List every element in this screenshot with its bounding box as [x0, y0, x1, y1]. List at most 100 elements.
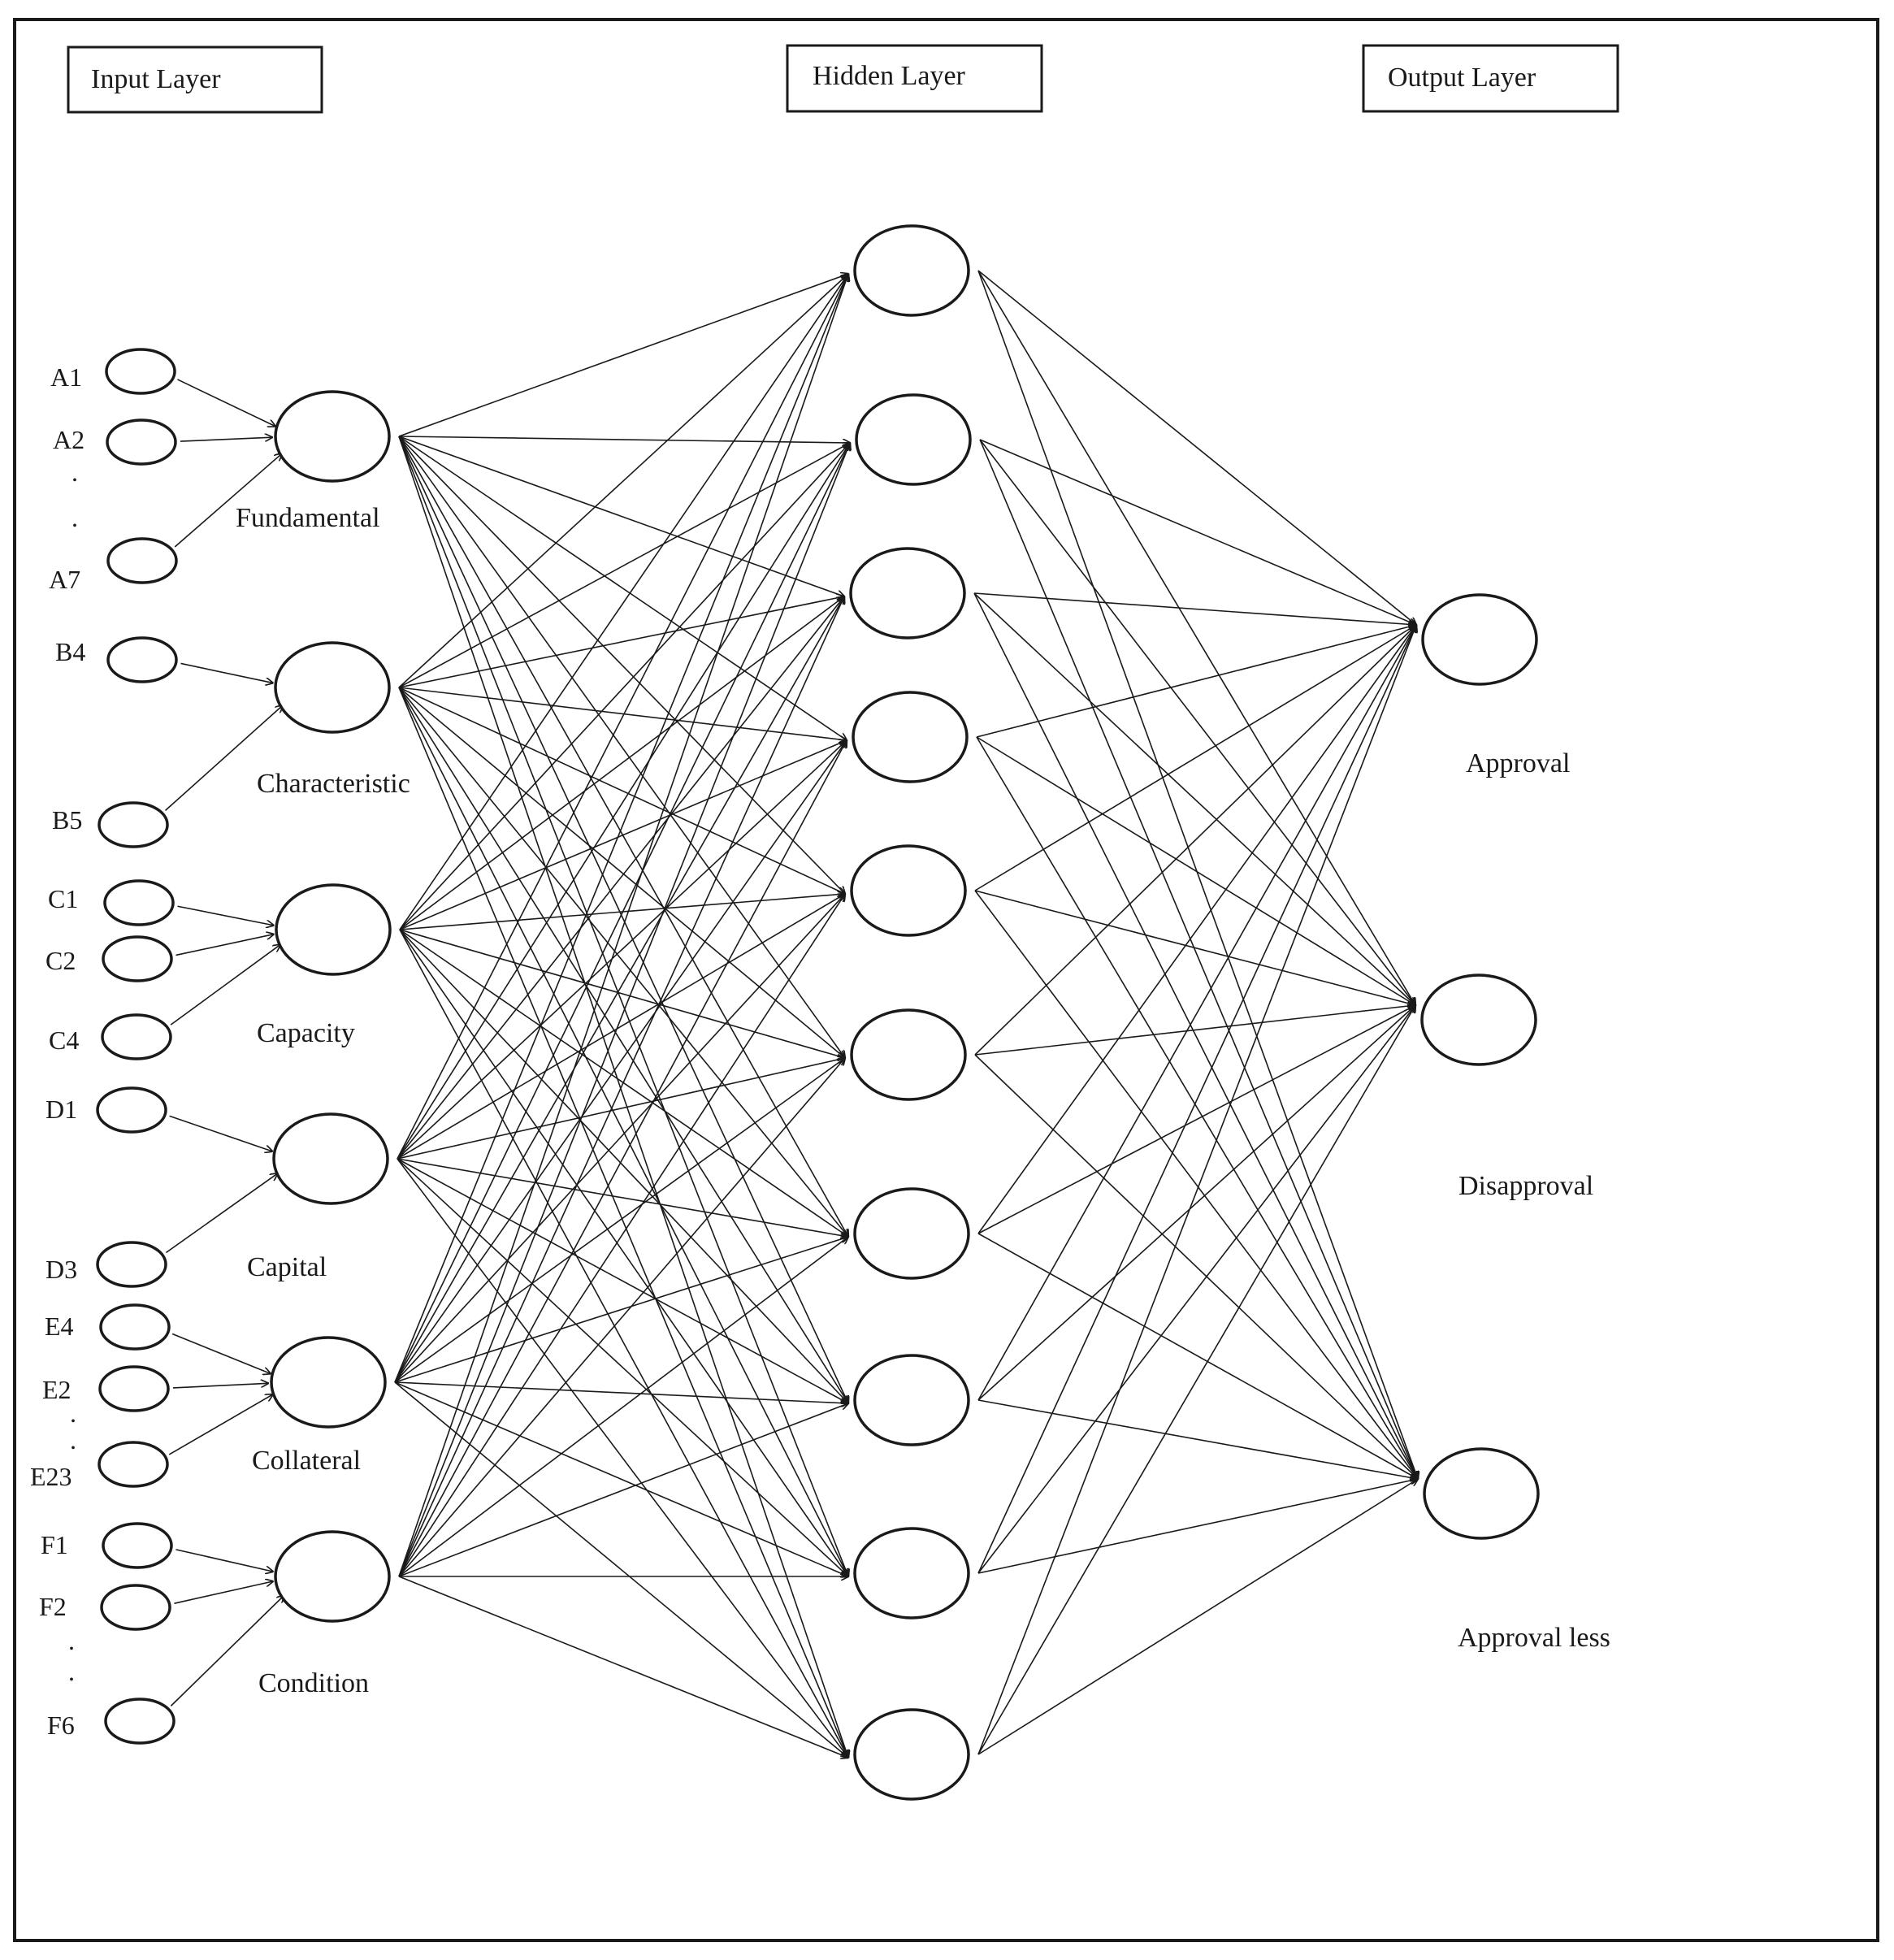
input-node-d3: [96, 1241, 167, 1288]
edge-fundamental-to-hidden-1: [398, 274, 848, 437]
edge-capacity-to-hidden-4: [399, 740, 847, 930]
input-layer-label: Input Layer: [91, 64, 221, 94]
hidden-node-4: [852, 691, 969, 783]
edge-collateral-to-hidden-4: [394, 740, 847, 1383]
edge-hidden-10-to-approval: [977, 625, 1416, 1755]
edge-condition-to-hidden-6: [398, 1058, 845, 1577]
edge-characteristic-to-hidden-5: [398, 687, 845, 894]
edge-fundamental-to-hidden-6: [398, 436, 845, 1058]
edge-hidden-3-to-approval-less: [973, 592, 1418, 1479]
output-layer-label: Output Layer: [1388, 63, 1536, 93]
edge-e4-to-collateral: [171, 1333, 271, 1374]
edge-f6-to-condition: [170, 1595, 284, 1706]
factor-label-capital: Capital: [247, 1252, 327, 1282]
factor-node-fundamental: [274, 390, 391, 483]
edge-condition-to-hidden-2: [398, 443, 850, 1577]
factor-label-condition: Condition: [258, 1668, 369, 1698]
edge-capacity-to-hidden-8: [399, 929, 848, 1403]
edge-capacity-to-hidden-10: [399, 929, 848, 1758]
edge-condition-to-hidden-10: [398, 1576, 848, 1758]
edge-condition-to-hidden-8: [398, 1403, 848, 1577]
edge-capital-to-hidden-10: [397, 1158, 848, 1758]
edge-collateral-to-hidden-6: [394, 1058, 845, 1383]
edge-fundamental-to-hidden-2: [398, 436, 850, 443]
input-node-e4: [99, 1303, 171, 1351]
edge-hidden-8-to-disapproval: [977, 1005, 1415, 1401]
edge-a2-to-fundamental: [180, 437, 272, 442]
edge-f1-to-condition: [176, 1549, 273, 1572]
input-label-b4: B4: [55, 637, 85, 666]
output-label-approval: Approval: [1466, 748, 1570, 778]
edge-characteristic-to-hidden-6: [398, 687, 845, 1058]
input-label-f6: F6: [47, 1711, 75, 1740]
edge-collateral-to-hidden-8: [394, 1381, 848, 1403]
edge-capacity-to-hidden-9: [399, 929, 848, 1576]
edge-condition-to-hidden-5: [398, 894, 845, 1577]
edge-hidden-6-to-approval: [974, 625, 1416, 1056]
edge-hidden-6-to-disapproval: [974, 1005, 1415, 1056]
node-labels: A1A2A7B4B5C1C2C4D1D3E4E2E23F1F2F6......F…: [30, 362, 1610, 1740]
edge-capital-to-hidden-7: [397, 1158, 848, 1237]
edge-hidden-9-to-approval: [977, 625, 1416, 1574]
edge-fundamental-to-hidden-3: [398, 436, 844, 596]
edge-fundamental-to-hidden-7: [398, 436, 848, 1237]
edge-a1-to-fundamental: [177, 379, 275, 427]
edge-fundamental-to-hidden-8: [398, 436, 848, 1403]
edge-capacity-to-hidden-1: [399, 274, 848, 930]
input-node-e23: [98, 1441, 169, 1488]
edge-fundamental-to-hidden-4: [398, 436, 847, 740]
edge-hidden-7-to-approval-less: [977, 1233, 1418, 1479]
input-label-a2: A2: [53, 425, 85, 454]
hidden-node-1: [853, 224, 970, 317]
input-node-b4: [106, 636, 178, 683]
edge-hidden-2-to-approval: [979, 439, 1416, 625]
output-node-approval-less: [1423, 1447, 1540, 1540]
edge-hidden-5-to-disapproval: [974, 890, 1415, 1005]
edge-collateral-to-hidden-7: [394, 1237, 848, 1383]
input-node-a2: [106, 418, 177, 466]
edge-hidden-6-to-approval-less: [974, 1054, 1418, 1479]
hidden-node-5: [850, 844, 967, 937]
edge-capital-to-hidden-1: [397, 274, 848, 1160]
edge-hidden-10-to-disapproval: [977, 1005, 1415, 1755]
edge-d3-to-capital: [165, 1173, 277, 1254]
edge-d1-to-capital: [169, 1115, 273, 1151]
edge-hidden-10-to-approval-less: [977, 1479, 1418, 1755]
input-layer-header: Input Layer: [67, 46, 323, 114]
ellipsis-dot: .: [68, 1657, 75, 1686]
input-label-e2: E2: [42, 1375, 72, 1404]
hidden-layer-label: Hidden Layer: [813, 61, 966, 91]
edge-capacity-to-hidden-7: [399, 929, 848, 1237]
edge-hidden-1-to-approval: [977, 270, 1416, 625]
edge-capital-to-hidden-5: [397, 894, 845, 1160]
hidden-node-3: [849, 547, 966, 640]
edge-c4-to-capacity: [170, 944, 280, 1026]
factor-node-condition: [274, 1530, 391, 1623]
edge-hidden-8-to-approval: [977, 625, 1416, 1401]
edge-hidden-9-to-approval-less: [977, 1479, 1418, 1574]
input-node-f6: [104, 1698, 176, 1745]
edge-hidden-7-to-approval: [977, 625, 1416, 1234]
factor-label-capacity: Capacity: [257, 1018, 355, 1048]
output-label-approval-less: Approval less: [1458, 1623, 1610, 1653]
edge-collateral-to-hidden-5: [394, 894, 845, 1383]
edge-collateral-to-hidden-1: [394, 274, 848, 1383]
input-label-e23: E23: [30, 1462, 72, 1491]
ellipsis-dot: .: [70, 1398, 76, 1428]
edge-e23-to-collateral: [168, 1394, 273, 1455]
input-label-d3: D3: [46, 1255, 77, 1284]
input-label-e4: E4: [45, 1312, 74, 1341]
ellipsis-dot: .: [72, 457, 78, 487]
edge-hidden-2-to-disapproval: [979, 439, 1415, 1005]
edge-hidden-4-to-approval: [976, 625, 1416, 738]
edge-hidden-2-to-approval-less: [979, 439, 1418, 1479]
hidden-node-10: [853, 1708, 970, 1801]
edge-characteristic-to-hidden-4: [398, 687, 847, 740]
factor-node-characteristic: [274, 641, 391, 734]
edge-characteristic-to-hidden-7: [398, 687, 848, 1237]
ellipsis-dot: .: [70, 1425, 76, 1455]
edge-condition-to-hidden-7: [398, 1237, 848, 1577]
hidden-node-8: [853, 1354, 970, 1446]
edge-collateral-to-hidden-3: [394, 596, 844, 1383]
